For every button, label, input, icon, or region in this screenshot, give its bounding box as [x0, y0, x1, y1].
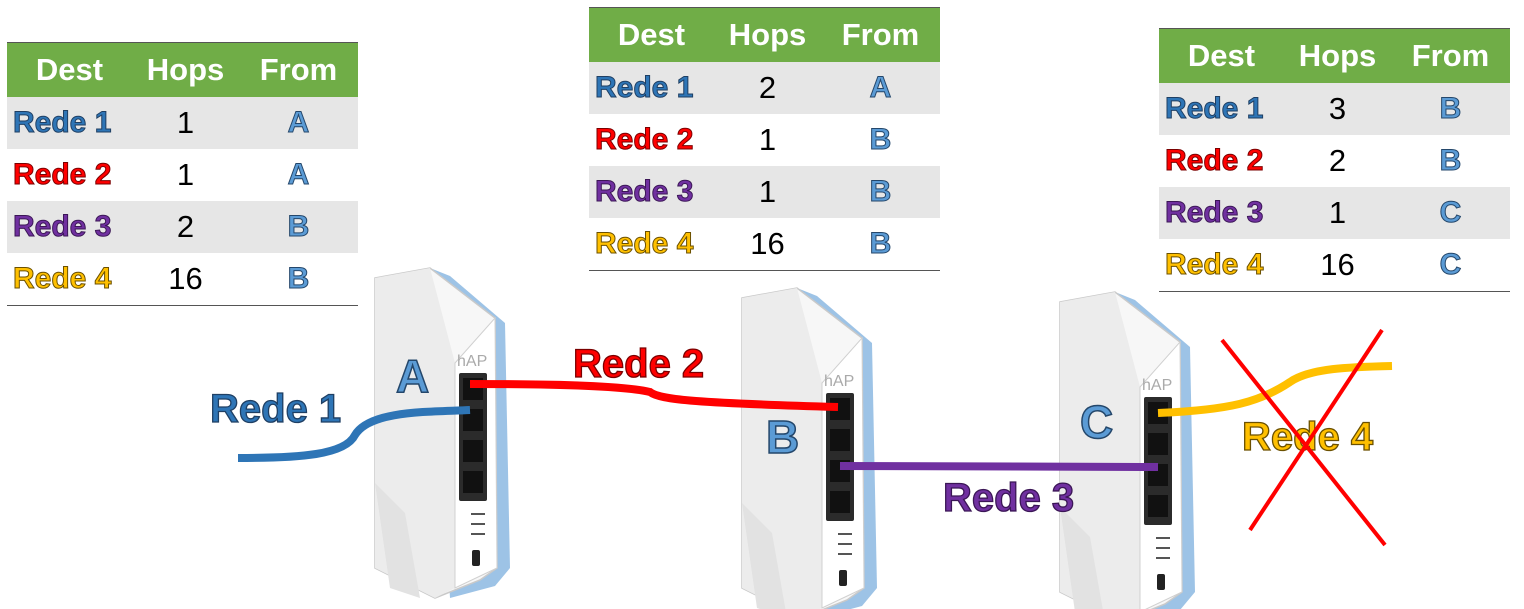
hops-cell: 3 [1284, 83, 1391, 135]
table-header: Dest Hops From [1159, 28, 1510, 83]
hops-cell: 16 [1320, 247, 1355, 282]
from-cell: A [821, 62, 940, 114]
routing-table-c: Dest Hops From Rede 1 3 B Rede 2 2 B Red… [1159, 28, 1510, 292]
header-hops: Hops [714, 7, 821, 62]
router-c-brand: hAP [1142, 377, 1172, 394]
dest-cell: Rede 1 [589, 62, 714, 114]
dest-cell: Rede 3 [7, 201, 132, 253]
table-row: Rede 2 2 B [1159, 135, 1510, 187]
table-row: Rede 1 1 A [7, 97, 358, 149]
from-cell: B [287, 262, 310, 296]
header-hops: Hops [132, 42, 239, 97]
from-cell: B [821, 166, 940, 218]
hops-cell: 1 [714, 166, 821, 218]
header-dest: Dest [7, 42, 132, 97]
dest-cell: Rede 1 [7, 97, 132, 149]
from-cell: C [1439, 248, 1462, 282]
hops-cell: 2 [132, 201, 239, 253]
dest-cell: Rede 1 [1159, 83, 1284, 135]
from-cell: B [239, 201, 358, 253]
from-cell: C [1391, 187, 1510, 239]
router-c: hAP [1059, 291, 1196, 609]
rede-3-label: Rede 3 [943, 476, 1074, 520]
from-cell: A [239, 97, 358, 149]
rede-1-label: Rede 1 [210, 387, 341, 431]
router-a-brand: hAP [457, 353, 487, 370]
header-dest: Dest [589, 7, 714, 62]
table-row: Rede 4 16 C [1159, 239, 1510, 292]
rede-1-cable [237, 406, 471, 462]
table-row: Rede 2 1 A [7, 149, 358, 201]
hops-cell: 1 [176, 157, 195, 192]
header-from: From [1391, 28, 1510, 83]
rede-4-label: Rede 4 [1242, 415, 1374, 459]
from-cell: A [287, 158, 310, 192]
header-from: From [239, 42, 358, 97]
router-c-label: C [1080, 396, 1113, 448]
dest-cell: Rede 2 [1165, 144, 1264, 178]
dest-cell: Rede 3 [1159, 187, 1284, 239]
rede-2-cable [469, 380, 839, 411]
dest-cell: Rede 2 [13, 158, 112, 192]
table-row: Rede 4 16 B [589, 218, 940, 271]
router-a-label: A [396, 350, 429, 402]
table-row: Rede 2 1 B [589, 114, 940, 166]
hops-cell: 1 [758, 122, 777, 157]
routing-table-b: Dest Hops From Rede 1 2 A Rede 2 1 B Red… [589, 7, 940, 271]
rede-2-label: Rede 2 [573, 342, 704, 386]
hops-cell: 1 [1284, 187, 1391, 239]
table-row: Rede 4 16 B [7, 253, 358, 306]
table-header: Dest Hops From [589, 7, 940, 62]
hops-cell: 2 [714, 62, 821, 114]
rede-4-down-cross-icon [1220, 328, 1387, 547]
routing-table-a: Dest Hops From Rede 1 1 A Rede 2 1 A Red… [7, 42, 358, 306]
dest-cell: Rede 4 [1165, 248, 1264, 282]
hops-cell: 16 [168, 261, 203, 296]
router-b-brand: hAP [824, 373, 854, 390]
table-row: Rede 3 1 C [1159, 187, 1510, 239]
from-cell: B [1439, 144, 1462, 178]
dest-cell: Rede 2 [595, 123, 694, 157]
table-row: Rede 3 1 B [589, 166, 940, 218]
table-row: Rede 1 3 B [1159, 83, 1510, 135]
from-cell: B [1391, 83, 1510, 135]
header-hops: Hops [1284, 28, 1391, 83]
hops-cell: 1 [132, 97, 239, 149]
header-from: From [821, 7, 940, 62]
router-a: hAP [374, 267, 511, 599]
from-cell: B [869, 123, 892, 157]
hops-cell: 2 [1328, 143, 1347, 178]
rede-4-cable [1157, 362, 1393, 417]
table-row: Rede 1 2 A [589, 62, 940, 114]
table-row: Rede 3 2 B [7, 201, 358, 253]
rede-3-cable [839, 462, 1159, 471]
dest-cell: Rede 3 [589, 166, 714, 218]
dest-cell: Rede 4 [13, 262, 112, 296]
router-b: hAP [741, 287, 878, 609]
dest-cell: Rede 4 [595, 227, 694, 261]
hops-cell: 16 [750, 226, 785, 261]
from-cell: B [869, 227, 892, 261]
header-dest: Dest [1159, 28, 1284, 83]
table-header: Dest Hops From [7, 42, 358, 97]
router-b-label: B [766, 411, 799, 463]
